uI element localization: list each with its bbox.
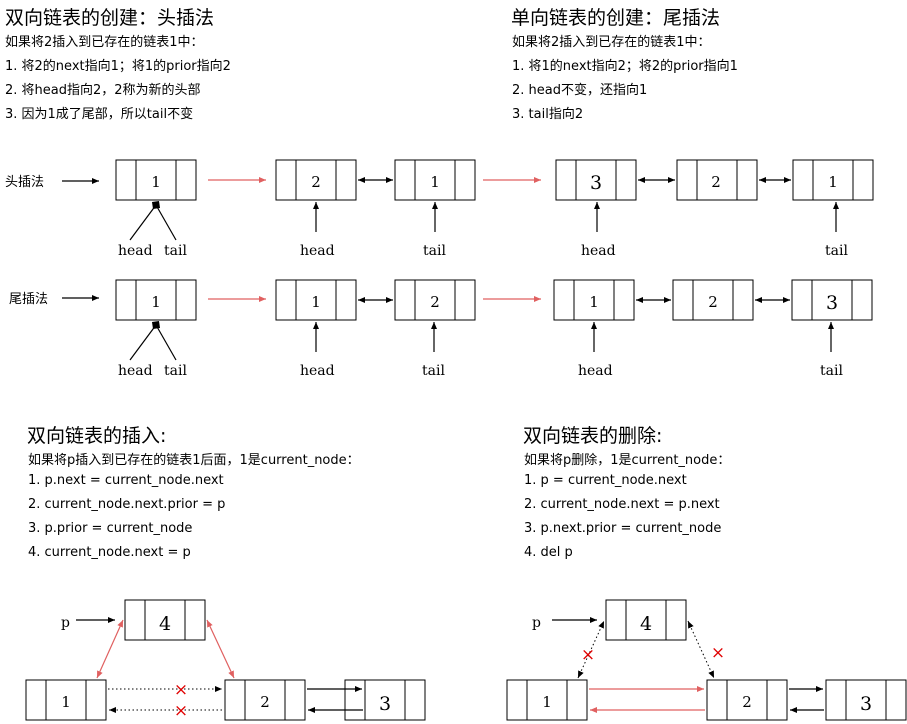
row2-stage1-head: head	[118, 363, 153, 379]
bottom-left-line-1: 1. p.next = current_node.next	[28, 473, 224, 488]
insert-node-1: 1	[25, 679, 107, 721]
top-left-line-3: 3. 因为1成了尾部，所以tail不变	[5, 107, 194, 122]
bottom-right-line-4: 4. del p	[524, 545, 573, 560]
bottom-right-line-2: 2. current_node.next = p.next	[524, 497, 720, 512]
insert-node-p-value: 4	[159, 613, 171, 635]
row1-stage1-node: 1	[115, 159, 197, 201]
row1-stage2-head: head	[300, 243, 335, 259]
row1-stage2-node-a: 2	[275, 159, 357, 201]
delete-p-label: p	[532, 615, 541, 631]
insert-node-2-value: 2	[260, 693, 270, 711]
delete-cross-right: ×	[711, 643, 725, 663]
row2-stage2-node-a: 1	[275, 279, 357, 321]
row2-stage2-value-a: 1	[311, 293, 321, 311]
delete-node-2: 2	[706, 679, 788, 721]
insert-cross-top: ×	[174, 680, 188, 700]
top-right-line-3: 3. tail指向2	[512, 107, 584, 122]
delete-cross-left: ×	[581, 645, 595, 665]
row2-stage3-head: head	[578, 363, 613, 379]
delete-node-3-value: 3	[860, 693, 872, 715]
top-left-line-2: 2. 将head指向2，2称为新的头部	[5, 83, 201, 98]
top-right-line-0: 如果将2插入到已存在的链表1中：	[512, 35, 711, 50]
row2-stage1-value: 1	[151, 293, 161, 311]
row2-stage1-tail: tail	[164, 363, 187, 379]
bottom-left-line-4: 4. current_node.next = p	[28, 545, 191, 560]
row2-stage2-head: head	[300, 363, 335, 379]
insert-cross-bottom: ×	[174, 701, 188, 721]
row1-stage2-node-b: 1	[394, 159, 476, 201]
top-right-line-1: 1. 将1的next指向2；将2的prior指向1	[512, 59, 738, 74]
row2-stage2-value-b: 2	[430, 293, 440, 311]
row1-stage3-tail: tail	[825, 243, 848, 259]
insert-node-3: 3	[344, 679, 426, 721]
row2-label: 尾插法	[9, 292, 48, 307]
row1-stage3-value-c: 1	[828, 173, 838, 191]
bottom-right-line-3: 3. p.next.prior = current_node	[524, 521, 722, 536]
row1-stage3-node-c: 1	[792, 159, 874, 201]
row1-stage2-value-b: 1	[430, 173, 440, 191]
delete-node-3: 3	[825, 679, 907, 721]
row1-stage3-head: head	[581, 243, 616, 259]
row2-stage3-value-a: 1	[589, 293, 599, 311]
top-right-line-2: 2. head不变，还指向1	[512, 83, 648, 98]
row1-stage3-value-b: 2	[711, 173, 721, 191]
insert-node-1-value: 1	[61, 693, 71, 711]
row2-stage3-value-c: 3	[826, 292, 838, 314]
row2-stage3-tail: tail	[820, 363, 843, 379]
bottom-left-line-0: 如果将p插入到已存在的链表1后面，1是current_node：	[28, 453, 360, 468]
row2-stage3-value-b: 2	[708, 293, 718, 311]
bottom-right-title: 双向链表的删除:	[523, 425, 663, 447]
row1-stage2-tail: tail	[423, 243, 446, 259]
bottom-left-line-2: 2. current_node.next.prior = p	[28, 497, 226, 512]
insert-p-label: p	[61, 615, 70, 631]
delete-node-p: 4	[605, 599, 687, 641]
bottom-left-line-3: 3. p.prior = current_node	[28, 521, 193, 536]
row2-stage2-node-b: 2	[394, 279, 476, 321]
bottom-left-title: 双向链表的插入:	[27, 425, 167, 447]
row2-stage3-node-b: 2	[672, 279, 754, 321]
row1-stage2-value-a: 2	[311, 173, 321, 191]
insert-node-p: 4	[124, 599, 206, 641]
top-left-title: 双向链表的创建：头插法	[5, 7, 215, 29]
top-left-line-0: 如果将2插入到已存在的链表1中：	[5, 35, 204, 50]
row1-stage1-head: head	[118, 243, 153, 259]
row2-stage3-node-c: 3	[791, 279, 873, 321]
delete-node-p-value: 4	[640, 613, 652, 635]
bottom-right-line-1: 1. p = current_node.next	[524, 473, 687, 488]
delete-node-1: 1	[506, 679, 588, 721]
row1-stage3-value-a: 3	[590, 172, 602, 194]
row1-stage1-tail: tail	[164, 243, 187, 259]
row1-stage1-value: 1	[151, 173, 161, 191]
row1-label: 头插法	[5, 175, 44, 190]
delete-node-2-value: 2	[742, 693, 752, 711]
top-right-title: 单向链表的创建：尾插法	[511, 7, 721, 29]
delete-node-1-value: 1	[542, 693, 552, 711]
insert-node-2: 2	[224, 679, 306, 721]
row2-stage2-tail: tail	[422, 363, 445, 379]
row2-stage3-node-a: 1	[553, 279, 635, 321]
row2-stage1-node: 1	[115, 279, 197, 321]
row1-stage3-node-a: 3	[555, 159, 637, 201]
bottom-right-line-0: 如果将p删除，1是current_node：	[524, 453, 731, 468]
row1-stage3-node-b: 2	[676, 159, 758, 201]
top-left-line-1: 1. 将2的next指向1；将1的prior指向2	[5, 59, 231, 74]
insert-node-3-value: 3	[379, 693, 391, 715]
